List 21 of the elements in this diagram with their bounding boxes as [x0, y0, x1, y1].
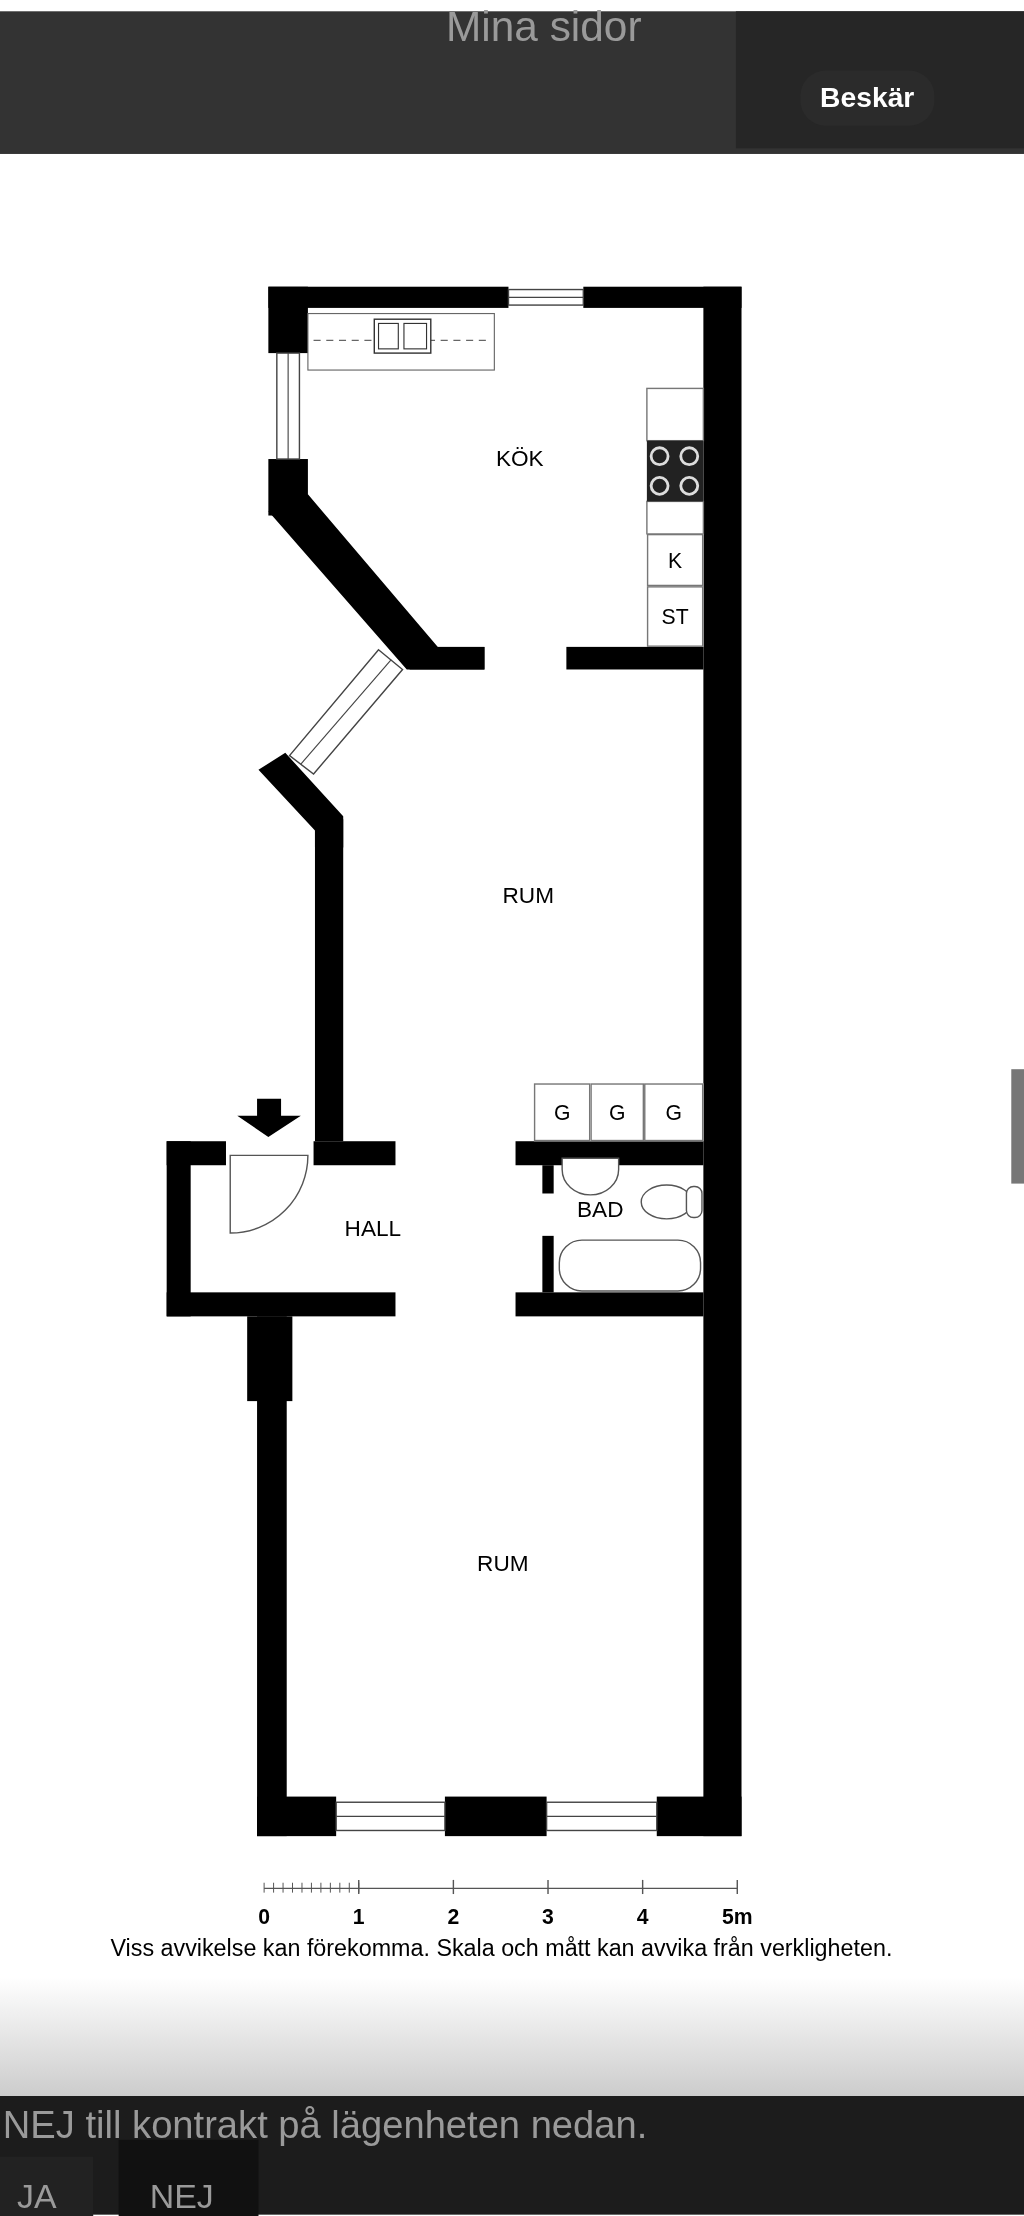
storage-cabinet: K — [646, 533, 704, 587]
room-label: BAD — [577, 1197, 624, 1224]
storage-cabinet: ST — [646, 586, 704, 647]
scale-number: 4 — [636, 1903, 649, 1928]
scale-number: 2 — [447, 1903, 460, 1928]
storage-cabinet: G — [644, 1083, 704, 1142]
yes-button: JA — [0, 2156, 94, 2216]
disclaimer-note: Viss avvikelse kan förekomma. Skala och mått kan avvika från verkligheten. — [110, 1935, 893, 1962]
crop-button: Beskär — [800, 70, 935, 126]
scale-number: 1 — [352, 1903, 365, 1928]
storage-cabinet: G — [590, 1083, 645, 1142]
page-heading: Mina sidor — [446, 2, 642, 51]
storage-cabinet: G — [533, 1083, 591, 1142]
scale-number: 0 — [258, 1903, 270, 1928]
scale-number: 5m — [721, 1903, 753, 1928]
room-label: RUM — [477, 1550, 529, 1577]
room-label: KÖK — [495, 446, 544, 472]
room-label: RUM — [502, 882, 554, 909]
no-button: NEJ — [118, 2139, 259, 2216]
room-label: HALL — [344, 1216, 402, 1242]
scale-number: 3 — [542, 1903, 554, 1928]
